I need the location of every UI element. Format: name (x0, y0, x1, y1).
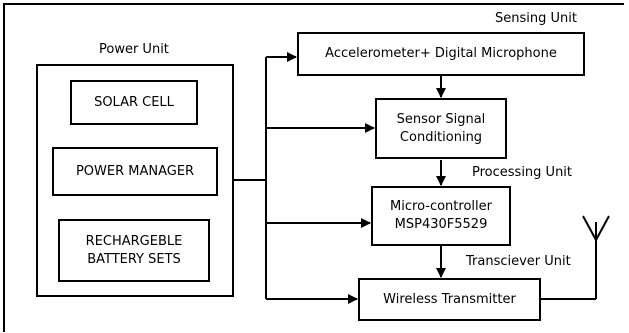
transceiver-unit-label: Transciever Unit (466, 254, 571, 269)
sensing-unit-label: Sensing Unit (495, 11, 577, 26)
power-unit-label: Power Unit (99, 42, 169, 57)
antenna-right-arm (595, 215, 610, 241)
power-manager-block: POWER MANAGER (52, 147, 218, 196)
processing-unit-label: Processing Unit (472, 165, 573, 180)
sensor-signal-conditioning-block: Sensor Signal Conditioning (375, 98, 507, 159)
battery-block: RECHARGEBLE BATTERY SETS (58, 219, 210, 282)
antenna-left-arm (582, 215, 597, 241)
solar-cell-block: SOLAR CELL (70, 80, 198, 125)
wireless-transmitter-block: Wireless Transmitter (358, 278, 541, 321)
microcontroller-block: Micro-controller MSP430F5529 (371, 186, 511, 246)
accelerometer-microphone-block: Accelerometer+ Digital Microphone (297, 32, 585, 76)
antenna-icon (582, 214, 610, 242)
diagram-frame (3, 3, 624, 332)
